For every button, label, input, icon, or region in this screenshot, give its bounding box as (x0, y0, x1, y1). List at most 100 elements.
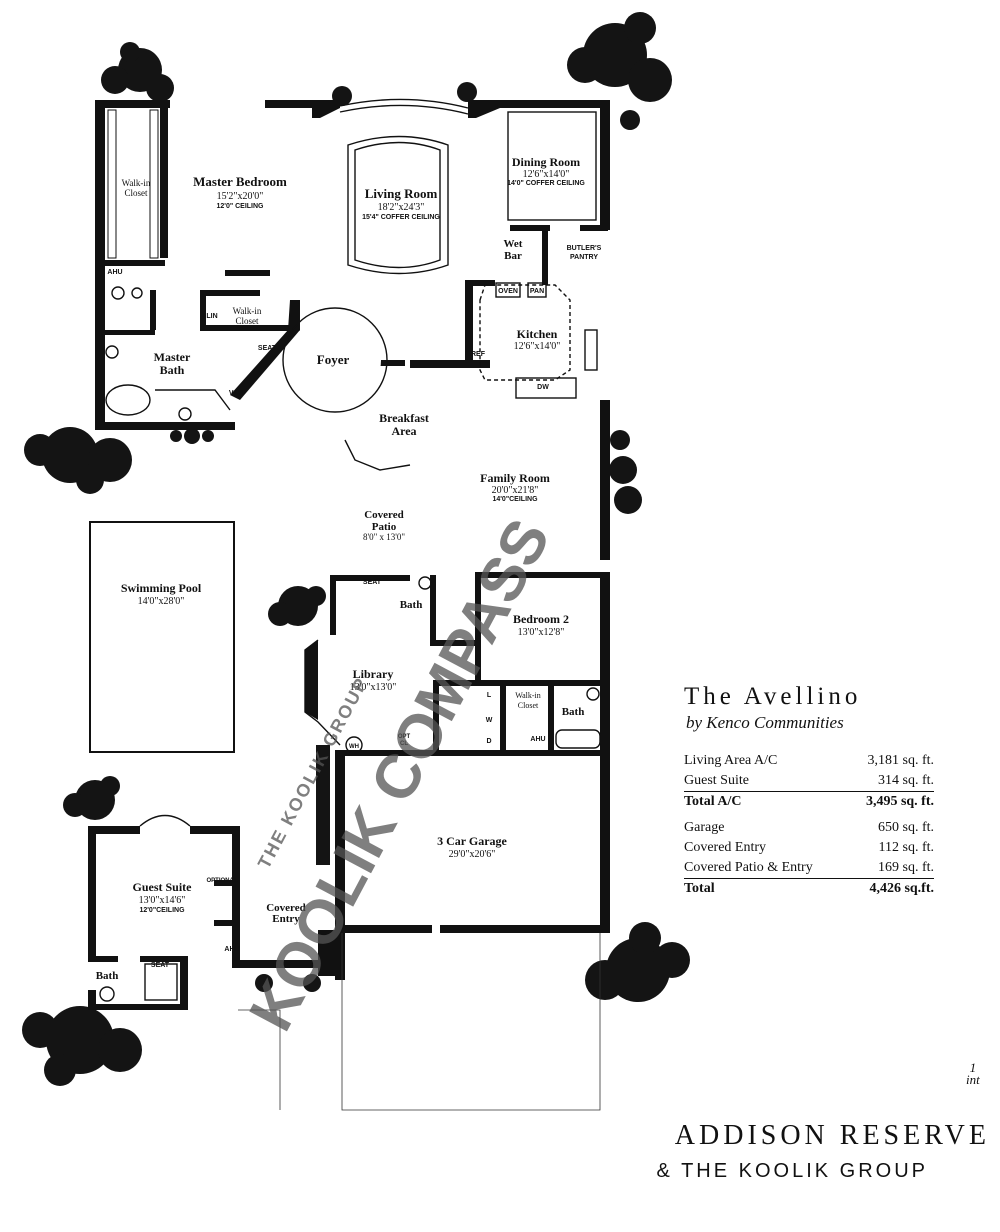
laundry-label: L (487, 692, 492, 699)
seat-label: SEAT (363, 579, 382, 586)
plan-title: The Avellino (684, 683, 862, 710)
bath-label: Bath (400, 599, 423, 611)
area-value: 3,181 sq. ft. (867, 753, 935, 768)
page-number-line: int (966, 1072, 980, 1087)
swimming-pool-label: Swimming Pool (121, 581, 202, 595)
dryer-label: D (486, 738, 491, 745)
walkin-closet-label: Closet (124, 188, 148, 198)
seat-label: SEAT (258, 345, 277, 352)
guest-suite-ceiling: 12'0"CEILING (139, 907, 185, 914)
area-label: Living Area A/C (684, 753, 778, 768)
walkin-closet-label: Walk-in (515, 691, 541, 700)
total-ac-row: Total A/C 3,495 sq. ft. (684, 791, 934, 812)
walkin-closet-label: Closet (518, 701, 539, 710)
breakfast-area-label: Area (391, 424, 416, 438)
closet-shelving (107, 109, 159, 259)
master-bath-label: Bath (160, 363, 185, 377)
covered-entry-label: Entry (272, 913, 300, 925)
optional-label: OPTIONAL (207, 878, 238, 884)
swimming-pool (89, 521, 235, 753)
tree-icon (585, 922, 690, 1002)
walkin-closet-label: Closet (235, 316, 259, 326)
ahu-label: AHU (224, 946, 239, 953)
master-bedroom-dim: 15'2"x20'0" (217, 191, 264, 202)
ref-label: REF (471, 351, 486, 358)
breakfast-area-label: Breakfast (379, 411, 429, 425)
tree-icon (609, 430, 642, 514)
foyer-label: Foyer (317, 352, 350, 367)
bedroom-2-label: Bedroom 2 (513, 612, 569, 626)
total-value: 4,426 sq.ft. (869, 881, 934, 896)
shrub-icon (170, 428, 214, 444)
bath-label: Bath (562, 706, 585, 718)
total-row: Total 4,426 sq.ft. (684, 878, 934, 899)
dining-room-dim: 12'6"x14'0" (523, 169, 570, 180)
guest-suite-dim: 13'0"x14'6" (139, 895, 186, 906)
area-label: Covered Patio & Entry (684, 860, 813, 875)
optional-closet-label: OPT (398, 734, 411, 740)
dw-label: DW (537, 384, 549, 391)
plan-info-panel: The Avellino by Kenco Communities Living… (684, 683, 934, 899)
vanity-label: VAN (229, 390, 243, 397)
tree-icons (22, 12, 690, 1086)
covered-patio-label: Patio (372, 521, 397, 533)
family-room-label: Family Room (480, 471, 550, 485)
tree-icon (22, 1006, 142, 1086)
shrub-icon (255, 745, 330, 992)
butlers-pantry-label: BUTLER'S (567, 245, 602, 252)
kitchen-dim: 12'6"x14'0" (514, 341, 561, 352)
tree-icon (24, 427, 132, 494)
dining-room-ceiling: 14'0" COFFER CEILING (507, 180, 585, 187)
guest-suite-walls (88, 814, 322, 1010)
bath-label: Bath (96, 970, 119, 982)
tree-icon (101, 42, 174, 102)
guest-suite-label: Guest Suite (132, 880, 192, 894)
area-row: Covered Patio & Entry 169 sq. ft. (684, 858, 934, 878)
garage-label: 3 Car Garage (437, 834, 507, 848)
ahu-label: AHU (530, 736, 545, 743)
tree-icon (63, 776, 120, 820)
footer-agency-name: & THE KOOLIK GROUP (656, 1160, 928, 1182)
butlers-pantry-label: PANTRY (570, 254, 598, 261)
living-room-dim: 18'2"x24'3" (378, 202, 425, 213)
area-label: Garage (684, 820, 725, 835)
area-row: Living Area A/C 3,181 sq. ft. (684, 751, 934, 771)
watermark: KOOLIK COMPASS THE KOOLIK GROUP (236, 508, 563, 1041)
family-room-dim: 20'0"x21'8" (492, 485, 539, 496)
builder-name: by Kenco Communities (686, 713, 844, 732)
driveway (238, 933, 601, 1111)
ahu-label: AHU (107, 269, 122, 276)
area-value: 169 sq. ft. (878, 860, 934, 875)
area-value: 112 sq. ft. (878, 840, 934, 855)
walkin-closet-label: Walk-in (233, 306, 262, 316)
master-bedroom-label: Master Bedroom (193, 174, 287, 189)
linen-label: LIN (206, 313, 217, 320)
library-dim: 13'0"x13'0" (350, 682, 397, 693)
family-room-ceiling: 14'0"CEILING (492, 496, 538, 503)
area-label: Guest Suite (684, 773, 749, 788)
covered-patio-dim: 8'0" x 13'0" (363, 532, 405, 542)
area-row: Garage 650 sq. ft. (684, 818, 934, 838)
water-heater-label: WH (349, 744, 359, 750)
washer-label: W (486, 717, 493, 724)
library-label: Library (353, 667, 394, 681)
oven-label: OVEN (498, 288, 518, 295)
seat-label: SEAT (151, 962, 170, 969)
page-number: 1 int (966, 1060, 980, 1087)
total-ac-label: Total A/C (684, 794, 742, 809)
wet-bar-label: Wet (504, 238, 523, 250)
living-room-ceiling: 15'4" COFFER CEILING (362, 214, 440, 221)
page-number-line: 1 (969, 1060, 977, 1075)
total-ac-value: 3,495 sq. ft. (865, 794, 934, 809)
covered-patio-label: Covered (364, 509, 404, 521)
area-value: 650 sq. ft. (878, 820, 934, 835)
master-bedroom-ceiling: 12'0" CEILING (217, 203, 265, 210)
coffer-ceiling (347, 111, 597, 381)
bedroom-2-dim: 13'0"x12'8" (518, 627, 565, 638)
fixtures (99, 282, 601, 1002)
pantry-label: PAN (530, 288, 544, 295)
living-room-label: Living Room (365, 186, 438, 201)
area-row: Guest Suite 314 sq. ft. (684, 771, 934, 791)
total-label: Total (684, 881, 715, 896)
